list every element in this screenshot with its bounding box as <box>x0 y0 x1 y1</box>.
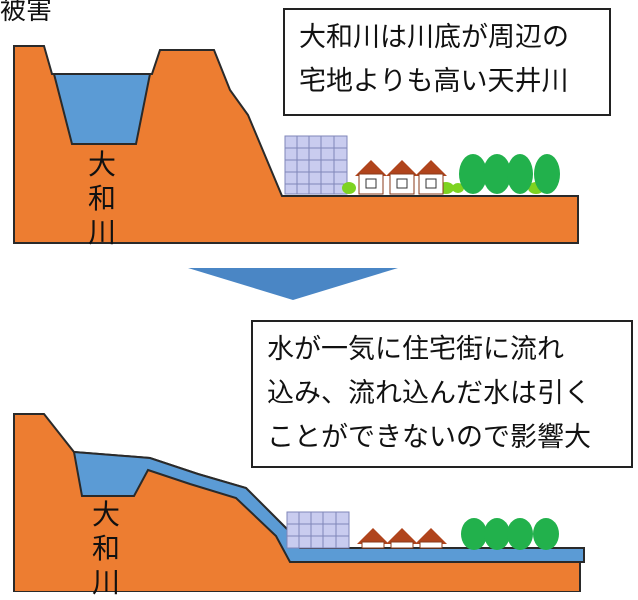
top-tree-icons <box>459 154 560 194</box>
bottom-apartment-building-icon <box>286 511 350 549</box>
tree-icon <box>459 154 487 194</box>
top-callout-box: 大和川は川底が周辺の 宅地よりも高い天井川 <box>283 8 611 116</box>
top-house-icon-1 <box>355 160 387 195</box>
top-river-label-char: 川 <box>87 216 116 249</box>
tree-icon <box>507 518 533 550</box>
bottom-callout-line-3: ことができないので影響大 <box>267 422 591 453</box>
top-river-label: 大 和 川 <box>84 148 120 250</box>
bottom-river-label-char: 大 <box>91 498 120 531</box>
tree-icon <box>461 518 487 550</box>
bottom-house-icon-3 <box>415 528 447 549</box>
bottom-river-label-char: 和 <box>91 532 120 565</box>
bottom-earth-section <box>13 413 585 592</box>
bottom-tree-icons <box>461 518 559 550</box>
bottom-callout-line-2: 込み、流れ込んだ水は引く <box>267 378 591 409</box>
top-house-icon-3 <box>415 160 447 195</box>
top-earth <box>13 45 579 244</box>
top-river-label-char: 和 <box>87 182 116 215</box>
top-apartment-building-icon <box>284 135 348 195</box>
top-house-icon-2 <box>386 160 418 195</box>
bottom-house-icon-2 <box>386 528 418 549</box>
bottom-callout-box: 水が一気に住宅街に流れ 込み、流れ込んだ水は引く ことができないので影響大 <box>251 320 633 468</box>
tree-icon <box>533 518 559 550</box>
header-text: 被害 <box>0 0 53 26</box>
bottom-flood-water <box>72 450 585 563</box>
bottom-callout-line-1: 水が一気に住宅街に流れ <box>267 334 564 365</box>
top-river-label-char: 大 <box>87 148 116 181</box>
tree-icon <box>483 154 511 194</box>
bottom-river-label-char: 川 <box>91 566 120 599</box>
tree-icon <box>534 154 560 194</box>
transition-arrow <box>188 268 398 300</box>
top-callout-line-2: 宅地よりも高い天井川 <box>299 66 569 97</box>
top-riverbed-water <box>52 73 152 145</box>
tree-icon <box>484 518 510 550</box>
bottom-house-icon-1 <box>357 528 389 549</box>
tree-icon <box>507 154 533 194</box>
top-callout-line-1: 大和川は川底が周辺の <box>299 22 569 53</box>
top-earth-section <box>13 45 579 244</box>
bottom-river-label: 大 和 川 <box>88 498 124 600</box>
